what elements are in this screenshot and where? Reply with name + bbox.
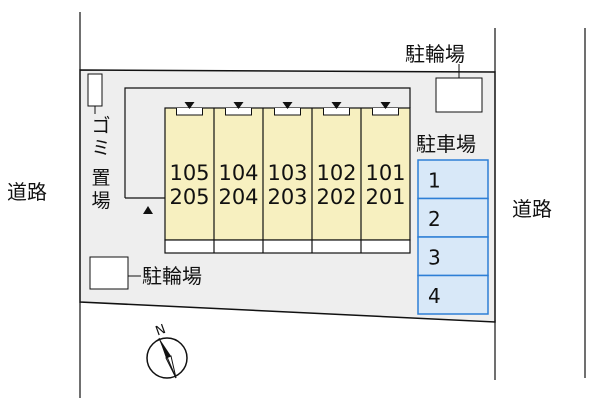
- unit-number-lower: 104: [218, 161, 258, 185]
- bike-parking-bottom-label: 駐輪場: [142, 264, 202, 288]
- compass-needle-dark: [159, 338, 171, 358]
- garbage-label-char-4: 場: [91, 190, 110, 212]
- garbage-station: [87, 73, 103, 107]
- access-path: [124, 87, 411, 198]
- parking-space-number: 3: [428, 245, 441, 269]
- garbage-label-char-2: ミ: [91, 137, 110, 159]
- compass-north-label: N: [154, 322, 168, 339]
- parking-space-number: 2: [428, 207, 441, 231]
- bike-parking-bottom: [89, 256, 129, 290]
- unit-number-lower: 101: [365, 161, 405, 185]
- unit-door-notch: [225, 108, 252, 116]
- unit-number-lower: 102: [316, 161, 356, 185]
- entrance-triangle: [143, 206, 153, 214]
- unit-entrance-marker: [233, 102, 244, 109]
- garbage-label-char-1: ゴ: [91, 115, 110, 137]
- parking-space: [417, 159, 489, 200]
- car-parking-label: 駐車場: [416, 132, 476, 156]
- unit-number-upper: 204: [218, 185, 258, 209]
- unit-entrance-marker: [282, 102, 293, 109]
- unit-entrance-marker: [380, 102, 391, 109]
- unit-number-upper: 201: [365, 185, 405, 209]
- parking-space: [417, 274, 489, 315]
- garbage-label-char-3: 置: [91, 167, 110, 189]
- unit-number-lower: 105: [169, 161, 209, 185]
- unit-door-notch: [372, 108, 399, 116]
- compass-axis: [158, 337, 177, 379]
- compass: N: [146, 322, 188, 379]
- garbage-label: ゴ ミ 置 場: [91, 115, 110, 212]
- unit-number-upper: 202: [316, 185, 356, 209]
- parking-space-number: 1: [428, 168, 441, 192]
- unit-number-upper: 205: [169, 185, 209, 209]
- unit-door-notch: [274, 108, 301, 116]
- parking-space-number: 4: [428, 284, 441, 308]
- bike-parking-top: [435, 77, 483, 113]
- road-label-right: 道路: [512, 197, 552, 221]
- parking-space-group: 1 2 3 4: [417, 159, 489, 315]
- balcony-strip: [164, 239, 411, 254]
- unit-entrance-marker: [331, 102, 342, 109]
- road-label-left: 道路: [7, 180, 47, 204]
- unit-door-notch: [176, 108, 203, 116]
- building: [164, 107, 411, 241]
- unit-entrance-marker: [184, 102, 195, 109]
- unit-number-lower: 103: [267, 161, 307, 185]
- unit-number-upper: 203: [267, 185, 307, 209]
- parking-space: [417, 197, 489, 238]
- bike-parking-top-label: 駐輪場: [405, 42, 465, 66]
- unit-door-notch: [323, 108, 350, 116]
